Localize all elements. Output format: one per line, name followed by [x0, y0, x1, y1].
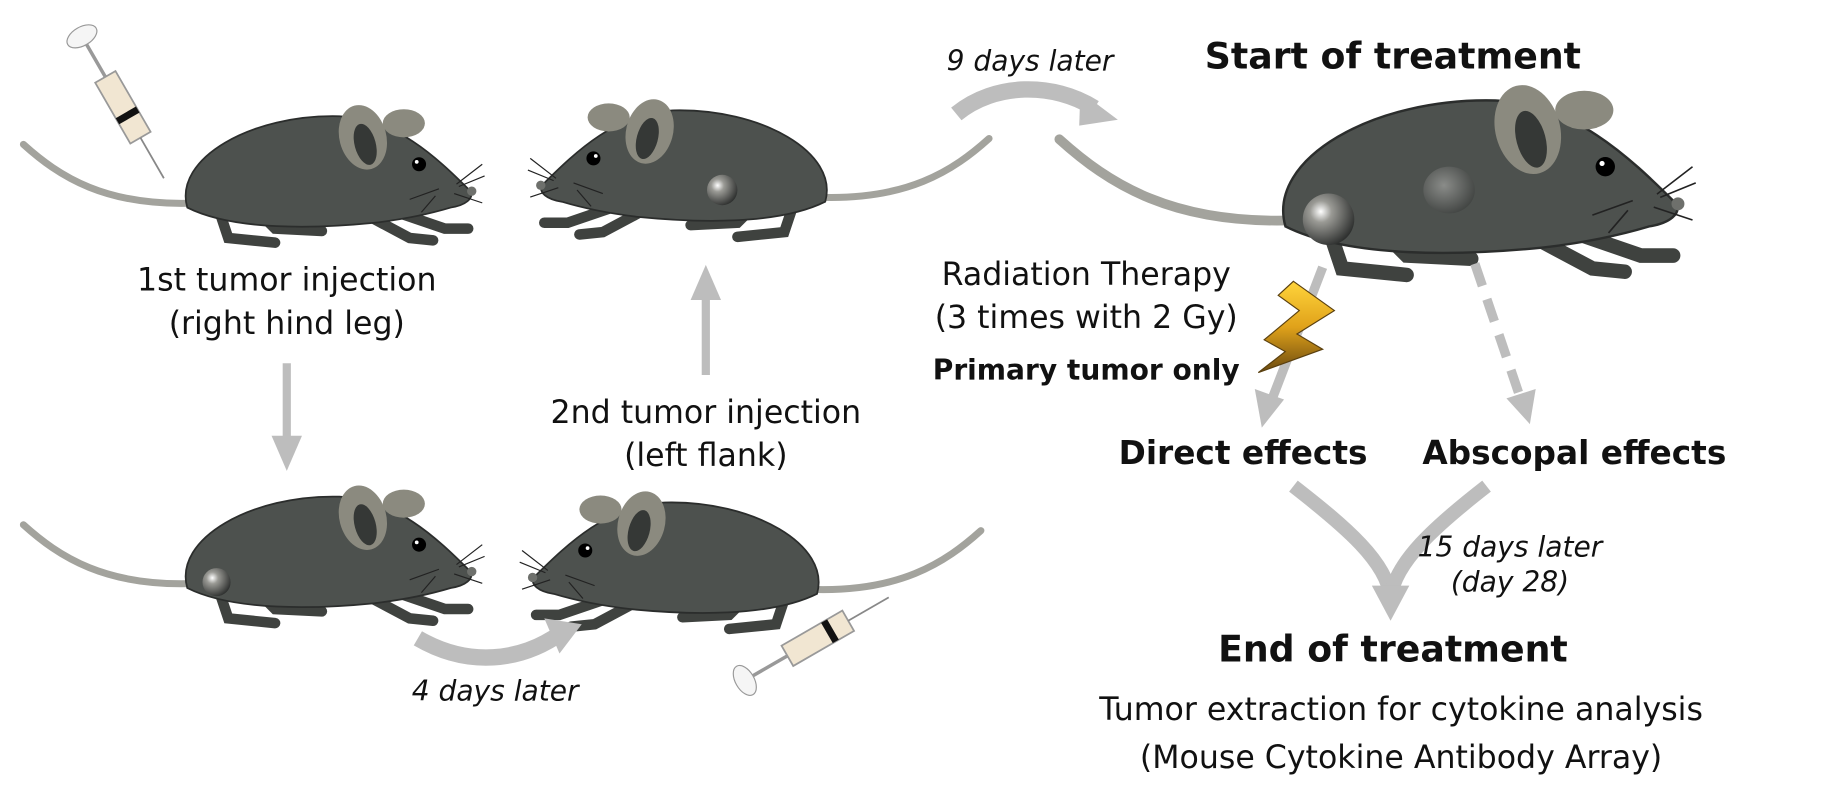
lightning-icon	[1257, 280, 1336, 374]
label-abscopal-effects: Abscopal effects	[1422, 434, 1726, 472]
label-radiation-dose: (3 times with 2 Gy)	[935, 300, 1238, 336]
syringe-icon	[66, 24, 165, 179]
mouse-first-injection	[23, 100, 484, 243]
title-end-treatment: End of treatment	[1218, 628, 1568, 671]
secondary-tumor	[1423, 166, 1475, 214]
label-first-injection: 1st tumor injection	[137, 263, 436, 299]
mouse-second-injection	[520, 486, 981, 629]
secondary-tumor	[706, 174, 738, 206]
label-first-injection-site: (right hind leg)	[169, 306, 405, 342]
mouse-start-treatment	[1059, 78, 1695, 275]
label-direct-effects: Direct effects	[1119, 434, 1368, 472]
primary-tumor	[1302, 193, 1355, 246]
label-array: (Mouse Cytokine Antibody Array)	[1140, 740, 1662, 776]
primary-tumor	[202, 568, 231, 597]
arrow-down-to-mouse	[271, 363, 302, 471]
mouse-two-tumors	[528, 94, 989, 237]
syringe-icon	[732, 596, 890, 696]
label-second-injection: 2nd tumor injection	[550, 395, 861, 431]
arrow-merge-end	[1289, 480, 1491, 621]
arrow-four-days	[413, 618, 582, 666]
title-start-treatment: Start of treatment	[1205, 34, 1581, 77]
label-radiation: Radiation Therapy	[942, 257, 1231, 293]
arrow-up-to-mouse	[690, 264, 722, 375]
arrow-abscopal-effects	[1470, 262, 1536, 425]
label-fifteen-days: 15 days later	[1418, 530, 1604, 563]
label-primary-only: Primary tumor only	[933, 354, 1240, 387]
label-four-days: 4 days later	[412, 674, 580, 707]
label-nine-days: 9 days later	[947, 45, 1115, 78]
label-extraction: Tumor extraction for cytokine analysis	[1098, 692, 1703, 728]
label-second-injection-site: (left flank)	[624, 438, 787, 474]
arrow-nine-days	[951, 81, 1118, 126]
mouse-after-four-days	[23, 480, 484, 623]
label-day-28: (day 28)	[1451, 565, 1569, 598]
